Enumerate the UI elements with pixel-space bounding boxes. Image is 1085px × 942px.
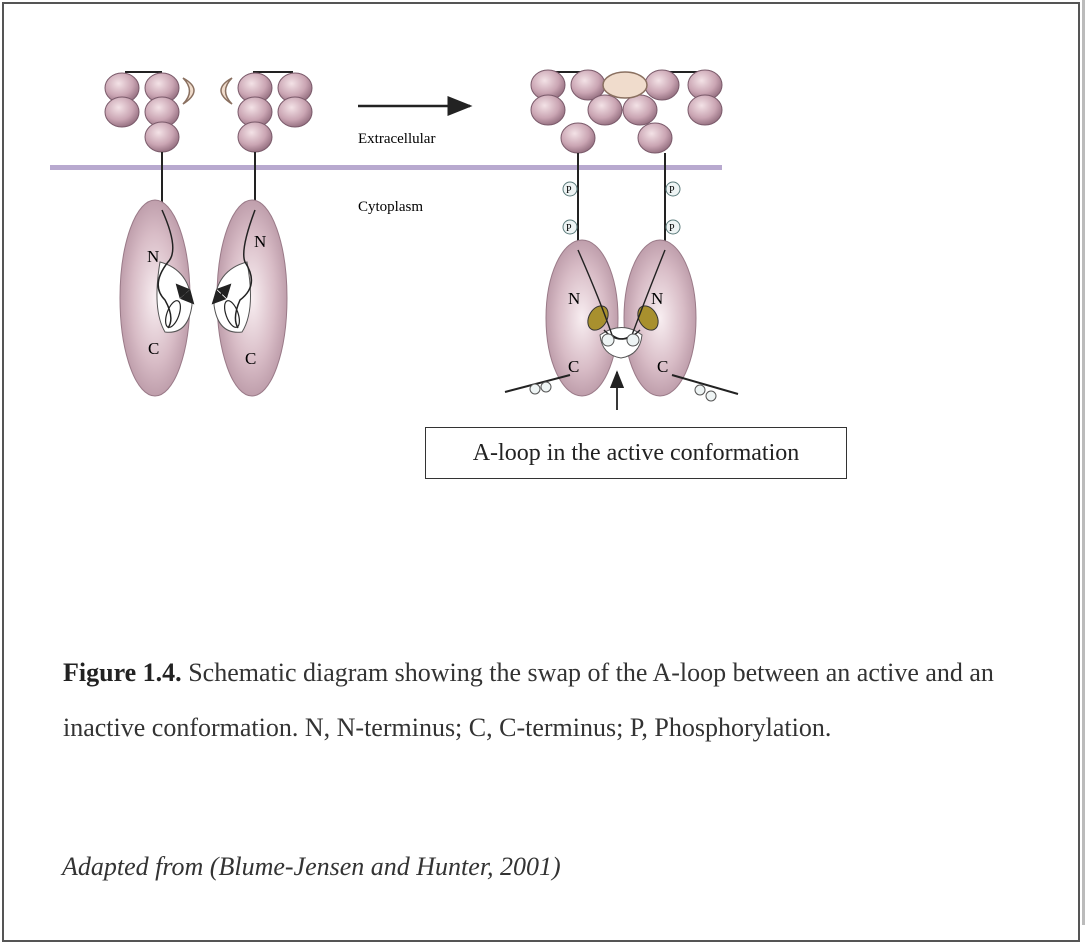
right-c-label-1: C [568,357,579,376]
svg-text:P: P [566,223,572,234]
left-c-label-1: C [148,339,159,358]
stalk-phosphates: P P P P [563,182,680,234]
source-credit: Adapted from (Blume-Jensen and Hunter, 2… [62,852,561,882]
tail-phosphates [530,382,716,401]
cytoplasm-label: Cytoplasm [358,199,423,215]
svg-text:P: P [566,185,572,196]
svg-text:P: P [669,223,675,234]
figure-label: Figure 1.4. [63,658,182,687]
ligand-left-half [183,78,194,104]
left-receptor-2-domains [238,72,312,152]
left-n-label-1: N [147,247,159,266]
right-c-label-2: C [657,357,668,376]
right-n-label-2: N [651,289,663,308]
figure-caption: Figure 1.4. Schematic diagram showing th… [63,645,1038,755]
left-c-label-2: C [245,349,256,368]
extracellular-label: Extracellular [358,131,435,147]
left-n-label-2: N [254,232,266,251]
svg-text:P: P [669,185,675,196]
bound-ligand [603,72,647,98]
caption-text: Schematic diagram showing the swap of th… [63,658,994,742]
cell-membrane [50,165,722,170]
left-receptor-1-domains [105,72,179,152]
right-n-label-1: N [568,289,580,308]
a-loop-callout: A-loop in the active conformation [425,427,847,479]
ligand-right-half [221,78,232,104]
